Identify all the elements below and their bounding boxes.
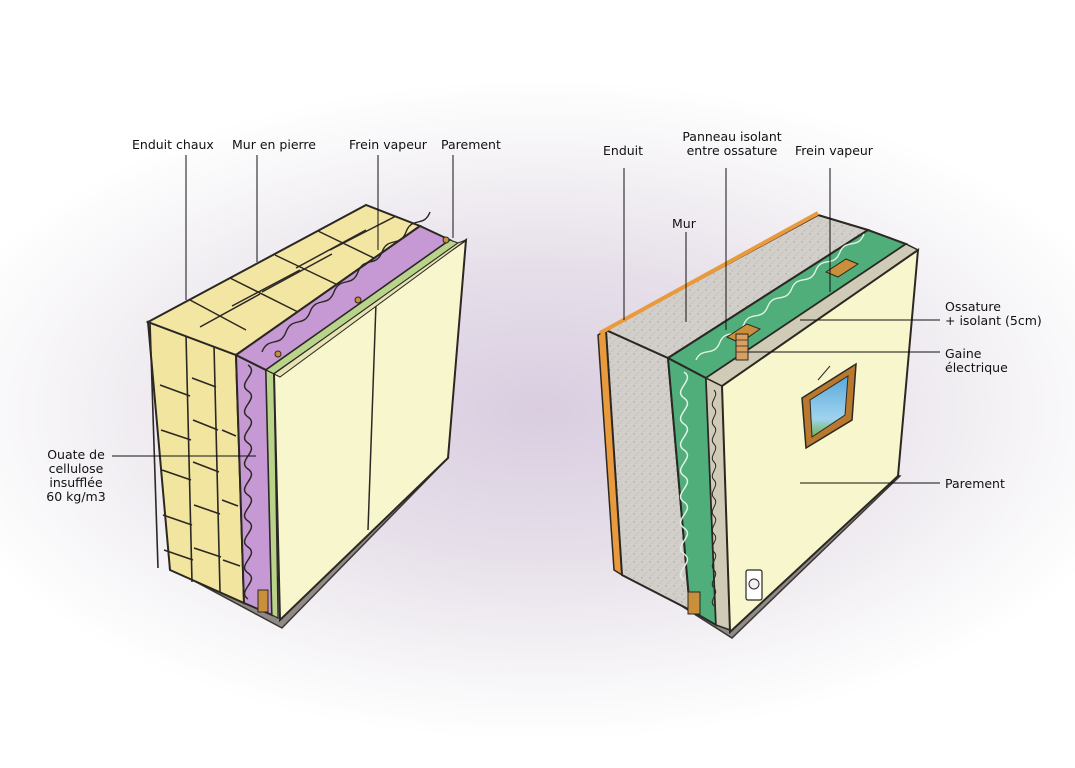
label-frein-vapeur-left: Frein vapeur xyxy=(349,137,427,152)
right-bottom-batten xyxy=(687,591,701,615)
right-insulation-top-wave xyxy=(695,233,865,361)
label-gaine-line: électrique xyxy=(945,360,1008,375)
right-batten-top xyxy=(824,258,860,278)
label-panneau-isolant: Panneau isolant entre ossature xyxy=(676,130,788,158)
left-bottom-batten xyxy=(257,589,269,613)
label-ossature: Ossature + isolant (5cm) xyxy=(945,300,1042,328)
label-panneau-line: entre ossature xyxy=(686,143,778,158)
label-frein-vapeur-right: Frein vapeur xyxy=(795,143,873,158)
label-mur-en-pierre: Mur en pierre xyxy=(232,137,316,152)
label-gaine-line: Gaine xyxy=(945,346,982,361)
label-ossature-line: Ossature xyxy=(945,299,1001,314)
label-mur: Mur xyxy=(672,216,696,231)
left-wall-section xyxy=(145,203,468,629)
label-ouate-line: cellulose xyxy=(48,461,104,476)
left-vapor-barrier-side xyxy=(265,369,279,619)
left-parement-joint xyxy=(367,302,377,531)
left-stone-joints xyxy=(149,321,241,593)
label-ouate-line: insufflée xyxy=(49,475,103,490)
label-ossature-line: + isolant (5cm) xyxy=(945,313,1042,328)
label-parement-left: Parement xyxy=(441,137,501,152)
left-screw-icon xyxy=(442,236,450,244)
left-cellulose-top-wave xyxy=(261,211,431,353)
picture-canvas xyxy=(809,375,849,438)
left-stone-top-joints xyxy=(189,215,397,331)
label-ouate-line: Ouate de xyxy=(47,447,105,462)
label-enduit: Enduit xyxy=(603,143,644,158)
right-wall-section xyxy=(597,211,920,639)
left-parement-top-edge xyxy=(273,239,467,378)
right-render-top-edge xyxy=(599,211,819,335)
right-insulation-wave xyxy=(679,371,689,581)
left-screw-icon xyxy=(354,296,362,304)
left-leader-lines xyxy=(112,155,454,457)
label-panneau-line: Panneau isolant xyxy=(682,129,782,144)
right-ossature-wave xyxy=(711,389,717,607)
label-enduit-chaux: Enduit chaux xyxy=(132,137,214,152)
electrical-sheath xyxy=(735,333,749,361)
right-leader-lines xyxy=(623,168,940,484)
label-ouate-cellulose: Ouate de cellulose insufflée 60 kg/m3 xyxy=(36,448,116,504)
right-parement-face xyxy=(720,247,920,635)
left-cellulose-wave xyxy=(243,364,253,600)
label-parement-right: Parement xyxy=(945,476,1005,491)
label-ouate-line: 60 kg/m3 xyxy=(46,489,106,504)
left-screw-icon xyxy=(274,350,282,358)
label-gaine-electrique: Gaine électrique xyxy=(945,347,1008,375)
